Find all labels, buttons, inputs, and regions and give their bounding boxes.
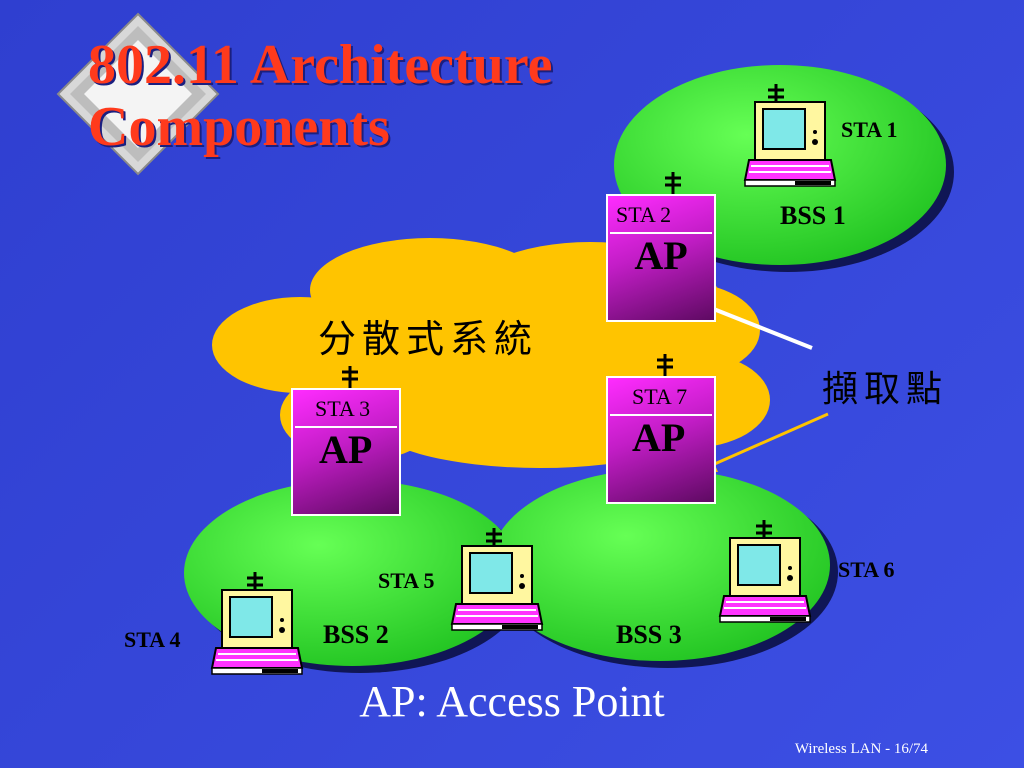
- ap-label: AP: [319, 427, 373, 472]
- ap-label: AP: [632, 415, 686, 460]
- slide-title: 802.11 Architecture Components: [88, 34, 553, 158]
- ap-divider: [610, 414, 712, 416]
- ap-station-label: STA 7: [632, 384, 688, 409]
- bss3-label: BSS 3: [616, 620, 682, 649]
- page-number: Wireless LAN - 16/74: [794, 741, 928, 757]
- caption: AP: Access Point: [359, 677, 665, 726]
- bss1-label: BSS 1: [780, 201, 846, 230]
- bss2-label: BSS 2: [323, 620, 389, 649]
- access-point-box: STA 3 AP: [291, 388, 401, 516]
- ap-divider: [610, 232, 712, 234]
- title-line-2: Components: [88, 96, 390, 158]
- sta5-label: STA 5: [378, 568, 435, 593]
- access-point-box: STA 7 AP: [606, 376, 716, 504]
- ap-station-label: STA 3: [315, 396, 371, 421]
- sta1-label: STA 1: [841, 117, 898, 142]
- distribution-system-label: 分散式系統: [318, 317, 539, 361]
- diamond-logo-icon: [56, 12, 220, 176]
- ap-station-label: STA 2: [616, 202, 672, 227]
- ap-divider: [295, 426, 397, 428]
- sta6-label: STA 6: [838, 557, 895, 582]
- title-line-1: 802.11 Architecture: [88, 34, 553, 96]
- ap-label: AP: [634, 233, 688, 278]
- sta4-label: STA 4: [124, 627, 181, 652]
- access-point-box: STA 2 AP: [606, 194, 716, 322]
- access-point-zh-label: 擷取點: [822, 369, 949, 410]
